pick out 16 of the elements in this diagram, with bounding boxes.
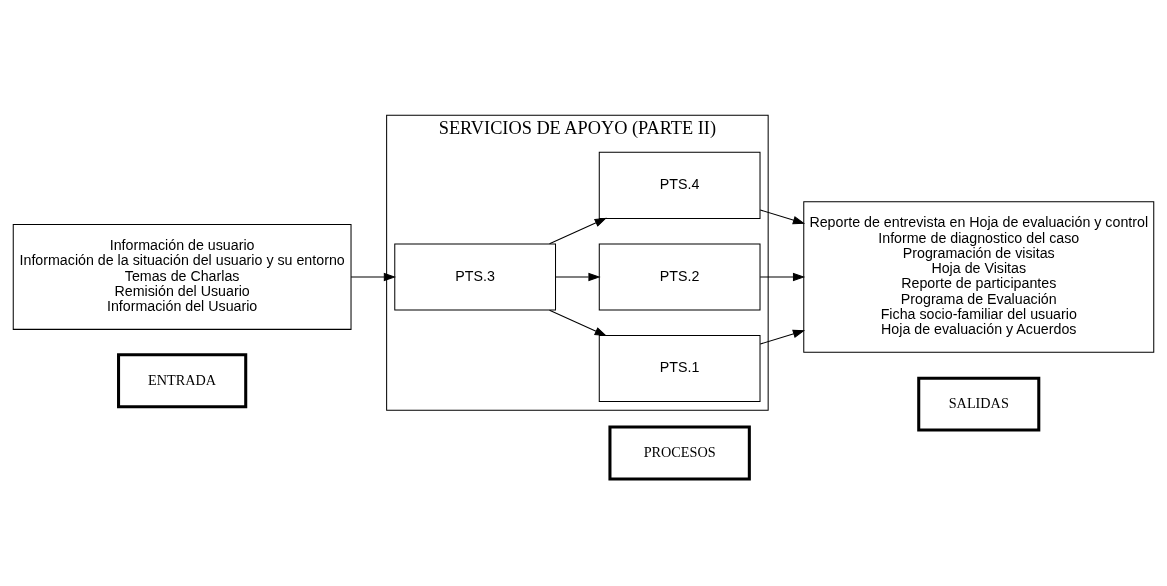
node-box: ENTRADA: [117, 353, 248, 409]
node-box: PROCESOS: [608, 425, 751, 481]
node-box: PTS.2: [598, 243, 761, 311]
node-box: SALIDAS: [917, 376, 1041, 432]
arrow: [759, 209, 806, 225]
arrow: [350, 272, 397, 282]
node-box: Reporte de entrevista en Hoja de evaluación y control Informe de diagnostico del caso Programación de visitas Hoja de Visitas Reporte de participantes Programa de Evaluación Ficha socio-familiar del usuario Hoja de evaluación y Acuerdos: [803, 201, 1155, 353]
node-box: PTS.3: [394, 243, 557, 311]
node-box: PTS.4: [598, 151, 761, 219]
arrow: [759, 272, 806, 282]
arrow: [555, 272, 601, 282]
arrow: [549, 309, 607, 337]
node-box: PTS.1: [598, 334, 761, 403]
arrow: [549, 217, 607, 245]
node-box: Información de usuario Información de la situación del usuario y su entorno Temas de Charlas Remisión del Usuario Información del Usuario: [12, 224, 352, 330]
arrow: [759, 329, 806, 345]
